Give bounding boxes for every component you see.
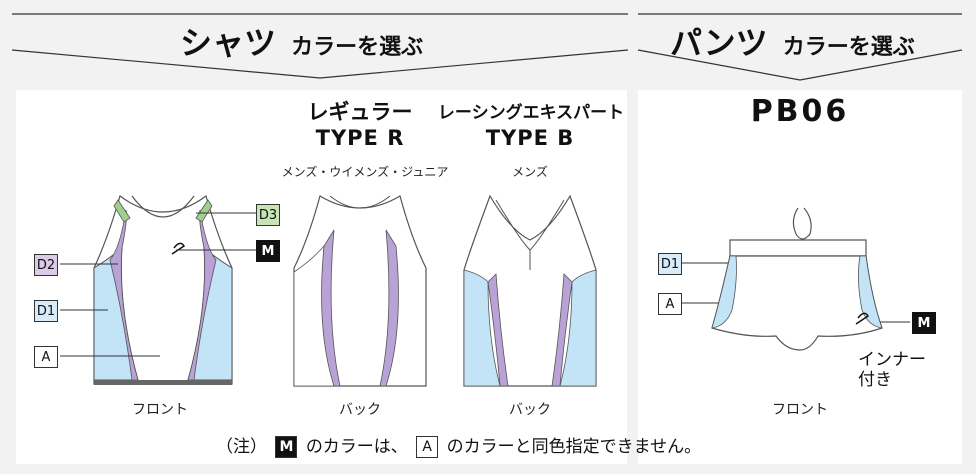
type-b-back-illustration (463, 194, 597, 387)
label-a-pants: A (658, 293, 682, 315)
pants-front-caption: フロント (772, 402, 828, 418)
pants-header: パンツ カラーを選ぶ (670, 18, 915, 64)
pants-inner-note-line2: 付き (858, 370, 892, 390)
pants-title: パンツ (670, 24, 768, 62)
label-a-shirt: A (34, 346, 58, 368)
type-r-back-illustration (293, 195, 427, 387)
type-b-fit: メンズ (512, 165, 548, 179)
label-m-pants: M (912, 312, 936, 334)
type-b-code: TYPE B (485, 126, 575, 150)
type-r-code: TYPE R (315, 126, 405, 150)
shirt-front-illustration (93, 195, 233, 385)
label-d1-shirt: D1 (34, 300, 58, 322)
type-r-caption: バック (339, 402, 381, 418)
type-b-name: レーシングエキスパート (437, 103, 625, 123)
note-a-label: A (416, 436, 439, 458)
label-m-shirt: M (256, 240, 280, 262)
shirts-header: シャツ カラーを選ぶ (180, 18, 423, 64)
shirts-title: シャツ (180, 24, 277, 62)
color-restriction-note: （注） M のカラーは、 A のカラーと同色指定できません。 (216, 432, 701, 458)
type-r-name: レギュラー (307, 100, 413, 124)
pants-inner-note: インナー 付き (858, 350, 926, 390)
label-d2: D2 (34, 254, 58, 276)
label-d1-pants: D1 (658, 253, 682, 275)
type-r-fit: メンズ・ウイメンズ・ジュニア (281, 165, 449, 179)
note-m-label: M (275, 436, 298, 458)
label-d3: D3 (256, 204, 280, 226)
note-prefix: （注） (216, 437, 267, 457)
pants-model: PB06 (750, 94, 850, 129)
pants-subtitle: カラーを選ぶ (782, 35, 915, 60)
header-arrows (11, 13, 963, 81)
pants-inner-note-line1: インナー (858, 350, 926, 370)
type-b-caption: バック (509, 402, 551, 418)
shirt-front-caption: フロント (132, 402, 188, 418)
pants-front-illustration (711, 207, 883, 351)
shirts-subtitle: カラーを選ぶ (291, 35, 424, 60)
note-suffix: のカラーと同色指定できません。 (446, 437, 702, 457)
note-mid: のカラーは、 (305, 437, 408, 457)
